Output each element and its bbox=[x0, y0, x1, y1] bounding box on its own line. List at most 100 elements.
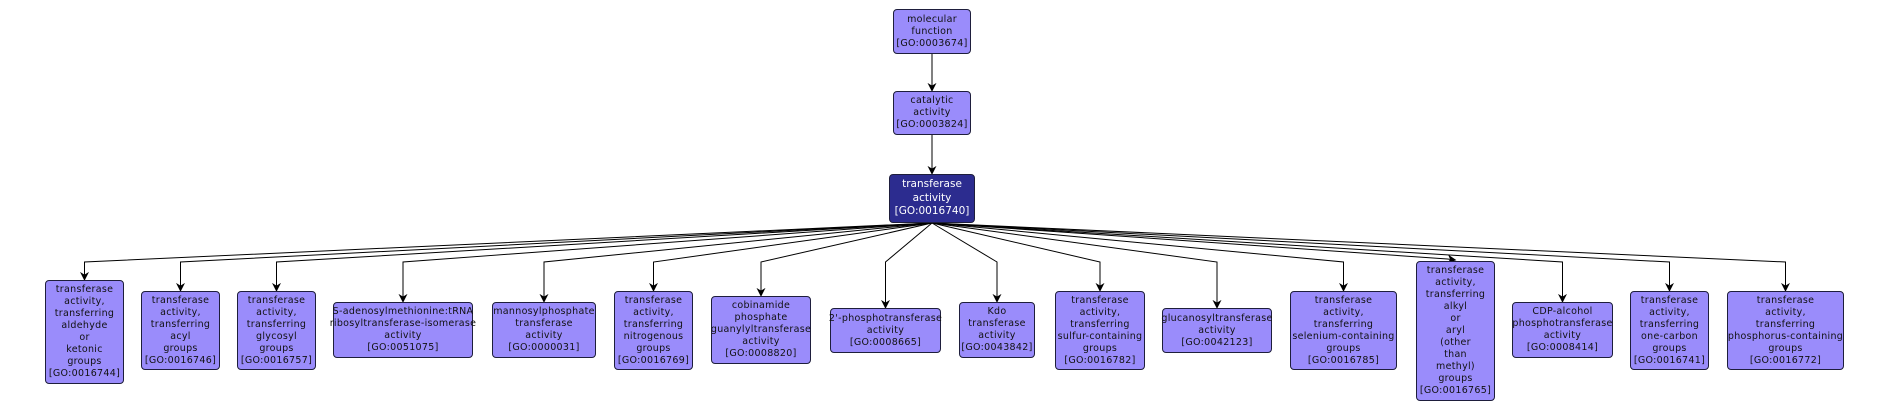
go-term-label-line: transferring bbox=[1755, 318, 1816, 330]
go-term-label-line: activity bbox=[742, 336, 780, 347]
edge-go-0016740-to-go-0016746 bbox=[176, 222, 933, 292]
go-term-id: [GO:0016769] bbox=[617, 354, 690, 366]
go-term-label-line: activity bbox=[978, 330, 1016, 341]
go-term-label-line: catalytic bbox=[910, 95, 954, 106]
edge-go-0016740-to-go-0016741 bbox=[931, 222, 1674, 292]
go-term-label-line: transferase bbox=[968, 318, 1026, 329]
go-term-id: [GO:0016744] bbox=[48, 368, 121, 379]
go-term-id: [GO:0016772] bbox=[1749, 354, 1822, 366]
go-term-label-line: groups bbox=[636, 342, 671, 354]
go-term-label-line: transferase bbox=[1640, 294, 1699, 306]
go-term-label-line: phosphate bbox=[734, 312, 788, 323]
go-term-label-line: groups bbox=[163, 342, 198, 354]
go-term-label-line: mannosylphosphate bbox=[493, 306, 595, 317]
go-term-label-line: cobinamide bbox=[731, 300, 791, 311]
go-term-label-line: activity, bbox=[256, 306, 297, 318]
go-term-label-line: transferring bbox=[1425, 289, 1486, 300]
edge-go-0016740-to-go-0016757 bbox=[272, 222, 933, 292]
go-term-label-line: aldehyde bbox=[61, 320, 108, 331]
go-term-label-line: groups bbox=[1326, 342, 1361, 354]
go-term-label-line: than bbox=[1444, 349, 1467, 360]
go-term-label-line: activity, bbox=[160, 306, 201, 318]
go-term-label-line: guanylyltransferase bbox=[710, 324, 812, 335]
go-term-label-line: transferase bbox=[624, 294, 683, 306]
go-term-label-line: groups bbox=[1438, 373, 1473, 384]
edge-go-0016740-to-go-0008665 bbox=[881, 222, 933, 309]
go-term-label-line: transferring bbox=[1070, 318, 1130, 330]
go-term-id: [GO:0016741] bbox=[1633, 354, 1706, 366]
go-term-label-line: activity bbox=[1543, 330, 1582, 341]
go-term-label-line: activity, bbox=[1323, 306, 1364, 318]
go-term-label-line: molecular bbox=[907, 13, 957, 25]
go-term-label-line: activity bbox=[384, 330, 422, 341]
go-term-id: [GO:0016765] bbox=[1419, 385, 1492, 396]
go-term-label-line: one-carbon bbox=[1641, 330, 1698, 342]
go-term-label-line: transferase bbox=[515, 318, 573, 329]
go-term-id: [GO:0003824] bbox=[896, 119, 968, 130]
go-term-label-line: phosphorus-containing bbox=[1727, 330, 1844, 342]
go-term-label-line: activity, bbox=[1649, 306, 1690, 318]
edge-go-0016740-to-go-0016782 bbox=[931, 222, 1105, 292]
go-term-label-line: activity bbox=[525, 330, 563, 341]
go-term-label-line: glucanosyltransferase bbox=[1161, 312, 1273, 324]
go-term-label-line: transferase bbox=[902, 178, 962, 191]
edge-go-0016740-to-go-0016772 bbox=[931, 222, 1790, 292]
go-term-label-line: transferring bbox=[150, 318, 211, 330]
go-term-id: [GO:0008820] bbox=[725, 348, 797, 359]
edge-go-0016740-to-go-0051075 bbox=[398, 222, 933, 303]
go-term-label-line: nitrogenous bbox=[623, 330, 684, 342]
edge-go-0016740-to-go-0016769 bbox=[649, 222, 933, 292]
go-term-label-line: groups bbox=[259, 342, 294, 354]
go-term-label-line: alkyl bbox=[1443, 301, 1468, 312]
go-term-label-line: transferase bbox=[247, 294, 306, 306]
go-term-label-line: transferring bbox=[1313, 318, 1374, 330]
go-term-label-line: groups bbox=[1082, 342, 1118, 354]
edge-go-0016740-to-go-0016744 bbox=[80, 222, 933, 281]
go-term-label-line: transferase bbox=[1426, 265, 1485, 276]
go-term-label-line: transferring bbox=[623, 318, 684, 330]
go-term-id: [GO:0016746] bbox=[144, 354, 217, 366]
go-term-label-line: or bbox=[79, 332, 90, 343]
go-term-id: [GO:0000031] bbox=[508, 342, 580, 353]
go-term-id: [GO:0051075] bbox=[367, 342, 439, 353]
go-term-label-line: transferase bbox=[1071, 294, 1129, 306]
edge-go-0016740-to-go-0008820 bbox=[756, 222, 933, 297]
go-term-label-line: activity bbox=[866, 324, 905, 336]
go-term-label-line: selenium-containing bbox=[1292, 330, 1395, 342]
go-term-label-line: activity, bbox=[1079, 306, 1121, 318]
edge-go-0016740-to-go-0000031 bbox=[539, 222, 933, 303]
go-term-label-line: sulfur-containing bbox=[1057, 330, 1143, 342]
edge-go-0016740-to-go-0042123 bbox=[931, 222, 1222, 309]
go-term-id: [GO:0043842] bbox=[961, 342, 1033, 353]
edge-go-0016740-to-go-0043842 bbox=[931, 222, 1002, 303]
go-term-label-line: transferase bbox=[151, 294, 210, 306]
go-term-label-line: or bbox=[1450, 313, 1461, 324]
go-term-id: [GO:0016740] bbox=[894, 205, 970, 218]
go-term-label-line: CDP-alcohol bbox=[1532, 306, 1593, 317]
go-term-id: [GO:0008414] bbox=[1526, 342, 1599, 353]
go-term-label-line: activity, bbox=[1435, 277, 1476, 288]
go-term-label-line: phosphotransferase bbox=[1512, 318, 1613, 329]
go-term-label-line: glycosyl bbox=[256, 330, 297, 342]
go-term-label-line: function bbox=[911, 25, 953, 37]
